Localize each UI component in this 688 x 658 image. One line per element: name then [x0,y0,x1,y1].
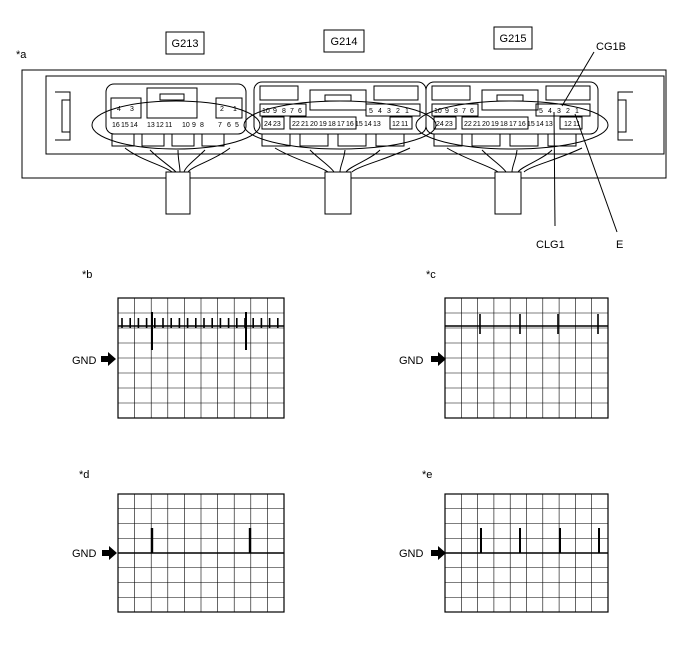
svg-text:5: 5 [539,108,543,115]
svg-text:22: 22 [464,121,472,128]
svg-text:11: 11 [401,121,408,128]
oscilloscope-b [117,297,285,419]
svg-text:17: 17 [509,121,517,128]
oscilloscope-c [444,297,609,419]
panel-label-b: *b [82,269,92,281]
svg-text:19: 19 [491,121,499,128]
svg-text:7: 7 [290,108,294,115]
svg-text:21: 21 [301,121,309,128]
svg-text:9: 9 [445,108,449,115]
svg-text:8: 8 [200,122,204,129]
callout-clg1: CLG1 [536,239,565,251]
svg-text:11: 11 [165,122,172,129]
svg-text:15: 15 [527,121,535,128]
panel-label-d: *d [79,469,89,481]
svg-text:3: 3 [387,108,391,115]
svg-text:18: 18 [500,121,508,128]
connector-g213 [91,83,261,150]
svg-text:12: 12 [392,121,400,128]
svg-text:15: 15 [121,122,129,129]
svg-text:GND: GND [399,548,424,560]
connector-label-g213: G213 [165,31,205,55]
svg-text:20: 20 [482,121,490,128]
svg-text:10: 10 [262,108,270,115]
connector-g214 [243,81,437,150]
svg-text:14: 14 [536,121,544,128]
g214-pin-labels: 10 9 8 7 6 5 4 3 2 1 24 23 22 21 20 19 1… [262,108,409,128]
svg-text:7: 7 [462,108,466,115]
svg-text:18: 18 [328,121,336,128]
svg-text:5: 5 [369,108,373,115]
svg-text:6: 6 [470,108,474,115]
svg-text:2: 2 [566,108,570,115]
gnd-marker-e: GND [399,546,446,560]
svg-text:2: 2 [220,106,224,113]
oscilloscope-d [117,493,285,613]
svg-text:22: 22 [292,121,300,128]
g213-pin-labels: 4 3 2 1 16 15 14 13 12 11 10 9 8 7 6 5 [112,106,239,129]
svg-text:6: 6 [298,108,302,115]
svg-text:3: 3 [130,106,134,113]
svg-text:11: 11 [573,121,580,128]
svg-text:13: 13 [373,121,381,128]
svg-text:8: 8 [282,108,286,115]
svg-text:14: 14 [364,121,372,128]
panel-label-a: *a [16,49,27,61]
svg-text:2: 2 [396,108,400,115]
svg-text:GND: GND [72,548,97,560]
svg-text:10: 10 [434,108,442,115]
svg-text:G214: G214 [331,36,358,48]
svg-text:4: 4 [117,106,121,113]
svg-text:1: 1 [233,106,237,113]
callout-lines [553,51,618,233]
svg-text:16: 16 [112,122,120,129]
svg-text:4: 4 [378,108,382,115]
svg-text:15: 15 [355,121,363,128]
svg-text:12: 12 [156,122,164,129]
svg-text:3: 3 [557,108,561,115]
panel-label-c: *c [426,269,436,281]
panel-label-e: *e [422,469,432,481]
svg-text:16: 16 [346,121,354,128]
svg-text:14: 14 [130,122,138,129]
svg-text:12: 12 [564,121,572,128]
svg-text:24: 24 [436,121,444,128]
gnd-marker-b: GND [72,352,116,367]
svg-text:21: 21 [473,121,481,128]
svg-text:7: 7 [218,122,222,129]
svg-text:5: 5 [235,122,239,129]
svg-text:8: 8 [454,108,458,115]
svg-text:13: 13 [147,122,155,129]
oscilloscope-e [444,493,609,613]
svg-text:9: 9 [192,122,196,129]
wire-harness [124,147,583,215]
svg-text:9: 9 [273,108,277,115]
svg-text:24: 24 [264,121,272,128]
svg-text:10: 10 [182,122,190,129]
connector-g215 [415,81,609,150]
svg-text:GND: GND [72,355,97,367]
gnd-marker-d: GND [72,546,117,560]
g215-pin-labels: 10 9 8 7 6 5 4 3 2 1 24 23 22 21 20 19 1… [434,108,580,128]
svg-text:17: 17 [337,121,345,128]
svg-text:G213: G213 [172,38,199,50]
callout-cg1b: CG1B [596,41,626,53]
svg-text:19: 19 [319,121,327,128]
svg-text:G215: G215 [500,33,527,45]
connector-label-g215: G215 [493,26,533,50]
callout-e: E [616,239,623,251]
svg-text:20: 20 [310,121,318,128]
svg-text:13: 13 [545,121,553,128]
svg-text:23: 23 [445,121,453,128]
svg-text:16: 16 [518,121,526,128]
gnd-marker-c: GND [399,352,446,367]
svg-text:1: 1 [575,108,579,115]
svg-text:4: 4 [548,108,552,115]
connector-label-g214: G214 [323,29,365,53]
svg-text:23: 23 [273,121,281,128]
svg-text:GND: GND [399,355,424,367]
svg-text:6: 6 [227,122,231,129]
svg-text:1: 1 [405,108,409,115]
